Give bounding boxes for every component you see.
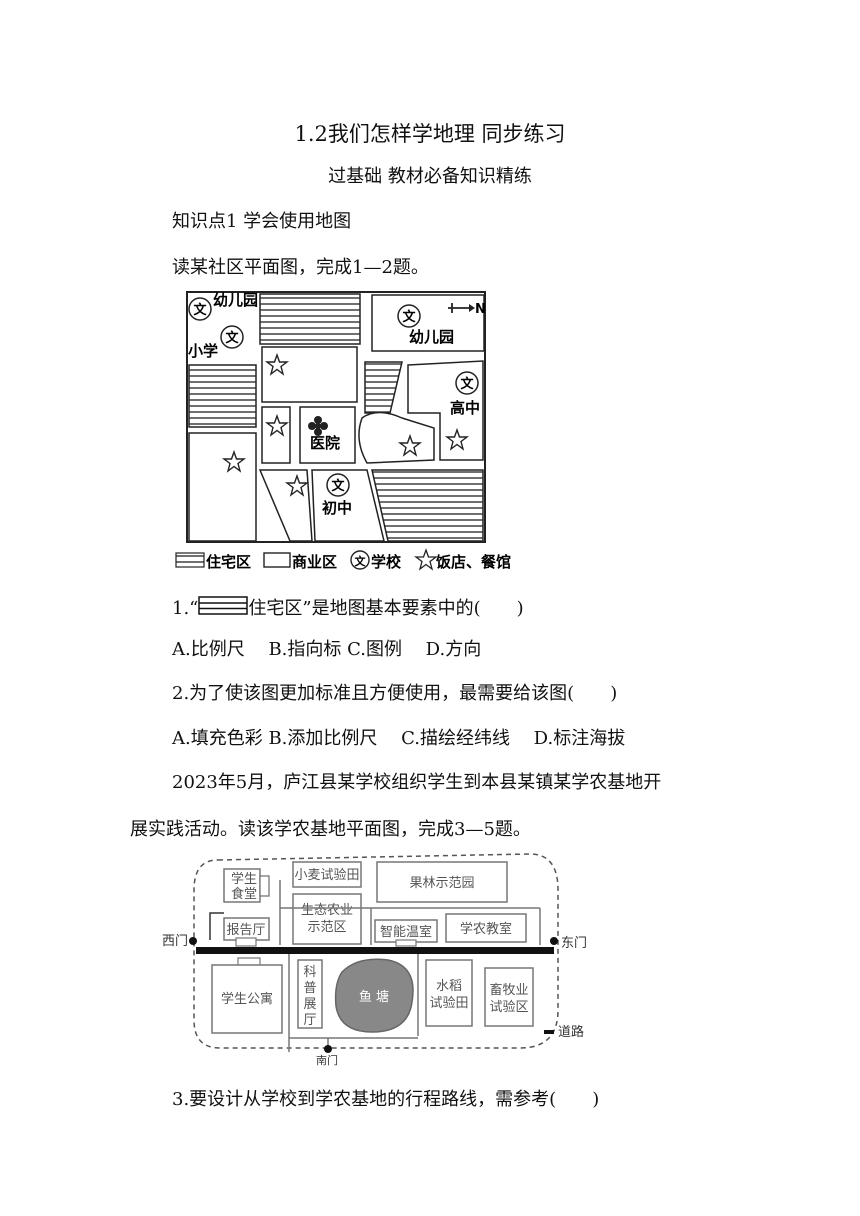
knowledge-point-heading: 知识点1 学会使用地图 <box>172 211 352 232</box>
eco-zone-label: 生态农业 <box>301 903 353 918</box>
school-symbol: 文 <box>220 325 244 349</box>
livestock-area-label: 畜牧业 <box>489 982 528 998</box>
residential-area <box>259 293 361 345</box>
svg-text:文: 文 <box>355 554 367 568</box>
intro-paragraph-2-line-1: 2023年5月，庐江县某学校组织学生到本县某镇某学农基地开 <box>172 772 662 793</box>
school-symbol: 文 <box>188 297 212 321</box>
community-map: 文 幼儿园 文 小学 文 幼儿园 N 文 高中 医院 文 初中 <box>175 291 511 571</box>
residential-area <box>188 364 257 428</box>
svg-text:文: 文 <box>193 302 207 318</box>
residential-area <box>364 361 403 414</box>
greenhouse-label: 智能温室 <box>380 924 432 940</box>
report-hall-label: 报告厅 <box>226 923 265 938</box>
page-title: 1.2我们怎样学地理 同步练习 <box>294 122 566 146</box>
intro-paragraph-1: 读某社区平面图，完成1—2题。 <box>172 257 429 278</box>
svg-text:文: 文 <box>331 478 345 494</box>
question-2: 2.为了使该图更加标准且方便使用，最需要给该图( ) <box>172 683 618 704</box>
svg-text:食堂: 食堂 <box>231 886 257 902</box>
svg-text:N: N <box>475 302 486 317</box>
question-2-options: A.填充色彩 B.添加比例尺 C.描绘经纬线 D.标注海拔 <box>172 728 626 749</box>
question-1: 1.“ 住宅区”是地图基本要素中的( ) <box>172 594 524 620</box>
kindergarten-label: 幼儿园 <box>213 291 258 309</box>
dorm-label: 学生公寓 <box>221 991 273 1007</box>
svg-text:文: 文 <box>225 330 239 346</box>
svg-text:普: 普 <box>303 981 316 996</box>
svg-text:学校: 学校 <box>371 553 402 571</box>
wheat-field-label: 小麦试验田 <box>294 867 359 883</box>
north-arrow-icon: N <box>448 302 486 317</box>
school-symbol: 文 <box>326 473 350 497</box>
middle-school-label: 初中 <box>322 499 352 517</box>
high-school-label: 高中 <box>450 399 480 417</box>
orchard-label: 果林示范园 <box>409 876 474 891</box>
page-subtitle: 过基础 教材必备知识精练 <box>328 166 532 187</box>
hospital-icon <box>308 416 328 436</box>
kindergarten-label: 幼儿园 <box>409 328 454 346</box>
svg-text:试验田: 试验田 <box>429 995 468 1011</box>
east-gate-label: 东门 <box>561 936 587 951</box>
svg-text:饭店、餐馆: 饭店、餐馆 <box>435 553 511 571</box>
restaurant-star-icon <box>444 427 470 451</box>
restaurant-star-icon <box>264 352 290 376</box>
residential-legend-icon <box>198 596 249 615</box>
restaurant-star-icon <box>284 473 310 497</box>
restaurant-star-icon <box>397 433 423 457</box>
school-symbol: 文 <box>455 371 479 395</box>
svg-text:住宅区: 住宅区 <box>206 553 251 571</box>
primary-school-label: 小学 <box>188 342 218 360</box>
svg-text:示范区: 示范区 <box>307 920 346 935</box>
hospital-label: 医院 <box>310 434 340 452</box>
science-hall-label: 科 <box>303 965 316 980</box>
road-legend-label: 道路 <box>558 1024 584 1040</box>
classroom-label: 学农教室 <box>460 921 512 937</box>
restaurant-star-icon <box>221 449 247 473</box>
svg-text:展: 展 <box>303 997 316 1012</box>
farm-base-map: 学生 食堂 小麦试验田 果林示范园 生态农业 示范区 报告厅 智能温室 学农教室 <box>162 853 587 1067</box>
question-1-prefix: 1.“ <box>172 598 199 619</box>
question-3: 3.要设计从学校到学农基地的行程路线，需参考( ) <box>172 1089 600 1110</box>
fish-pond-label: 鱼 塘 <box>359 989 389 1005</box>
school-symbol: 文 <box>397 304 421 328</box>
intro-paragraph-2-line-2: 展实践活动。读该学农基地平面图，完成3—5题。 <box>130 819 531 840</box>
south-gate-label: 南门 <box>316 1053 338 1067</box>
question-1-options: A.比例尺 B.指向标 C.图例 D.方向 <box>172 639 482 660</box>
svg-text:商业区: 商业区 <box>292 553 337 571</box>
canteen-label: 学生 <box>231 871 257 887</box>
svg-text:试验区: 试验区 <box>489 999 528 1015</box>
legend: 住宅区 商业区 文 学校 饭店、餐馆 <box>175 548 511 571</box>
rice-field-label: 水稻 <box>436 979 462 994</box>
residential-area <box>371 469 484 542</box>
svg-text:厅: 厅 <box>303 1013 316 1028</box>
west-gate-label: 西门 <box>162 934 188 949</box>
svg-text:文: 文 <box>460 376 474 392</box>
svg-text:文: 文 <box>402 309 416 325</box>
question-1-text: 住宅区”是地图基本要素中的( ) <box>248 598 524 619</box>
restaurant-star-icon <box>264 413 290 437</box>
